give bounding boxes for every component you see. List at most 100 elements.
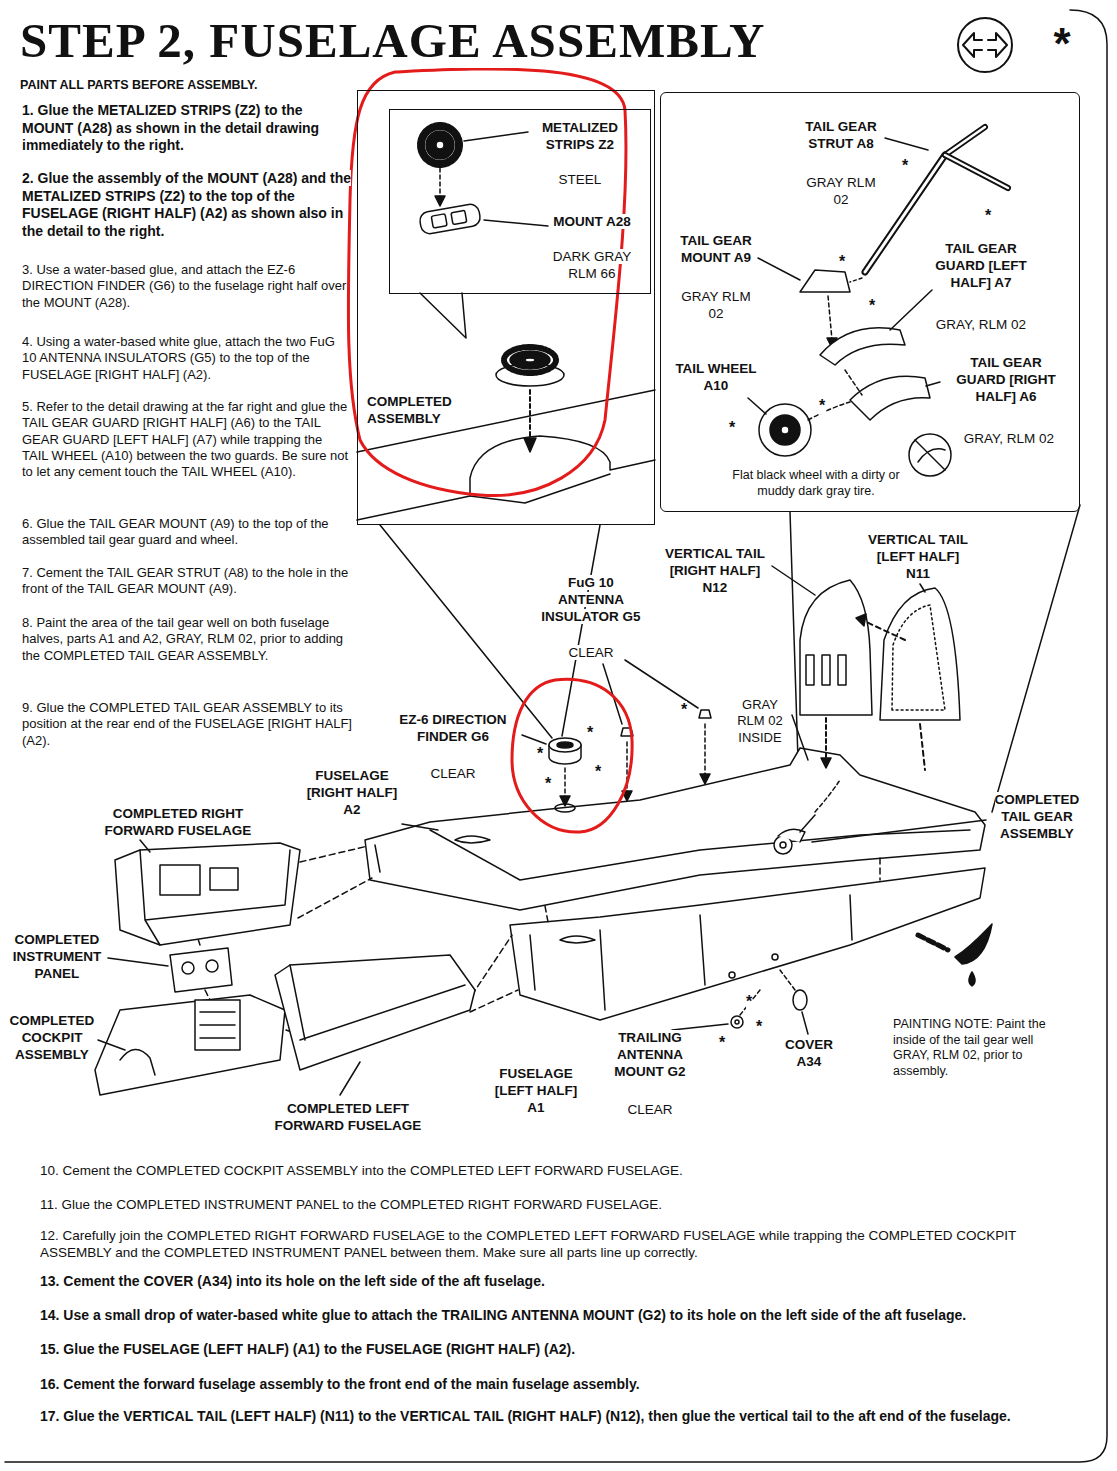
label-box: 11. Glue the COMPLETED INSTRUMENT PANEL … <box>40 1197 1080 1214</box>
label-box: PAINT ALL PARTS BEFORE ASSEMBLY. <box>20 78 350 94</box>
part-callout: CLEAR <box>568 645 613 660</box>
label-box: * <box>742 994 756 1010</box>
label-box: 8. Paint the area of the tail gear well … <box>22 615 352 664</box>
red-annotation <box>512 679 632 832</box>
detail-tail <box>420 293 466 338</box>
tail-gear-mount <box>800 270 850 292</box>
tail-gear-guard <box>845 370 862 395</box>
direction-finder <box>522 735 546 744</box>
label-box: 16. Cement the forward fuselage assembly… <box>40 1376 1100 1394</box>
part-callout: FuG 10 ANTENNA INSULATOR G5 <box>541 575 640 624</box>
glue-point-mark: * <box>839 253 845 270</box>
label-box: * <box>677 702 691 718</box>
tail-gear-strut <box>945 127 985 155</box>
text-box: TAIL WHEEL A10 <box>671 361 761 395</box>
mount-part <box>484 220 548 226</box>
label-box: COMPLETED COCKPIT ASSEMBLY <box>5 1013 100 1064</box>
metalized-strips <box>421 126 459 164</box>
tail-gear-guard <box>890 290 932 330</box>
glue-point-mark: * <box>595 763 601 780</box>
step-icon <box>958 18 1012 72</box>
glue-point-mark: * <box>902 157 908 174</box>
tail-gear-mount <box>758 258 800 280</box>
text-box: GRAY RLM 02 <box>681 289 751 323</box>
detail-callout-box: METALIZED STRIPS Z2STEELMOUNT A28DARK GR… <box>389 109 651 294</box>
red-annotation <box>348 69 632 832</box>
instrument-panel <box>108 948 232 992</box>
assembly-line <box>879 858 881 880</box>
glue-point-mark: * <box>985 207 991 224</box>
fuselage-left-half <box>772 954 778 960</box>
fuselage-left-half <box>560 936 595 943</box>
label-box: 3. Use a water-based glue, and attach th… <box>22 262 352 311</box>
right-forward-fuselage <box>115 843 300 945</box>
tail-gear-guard <box>820 328 905 365</box>
label-box: 10. Cement the COMPLETED COCKPIT ASSEMBL… <box>40 1163 1080 1180</box>
cockpit-assembly <box>95 995 285 1095</box>
direction-finder <box>564 768 566 798</box>
glue-point-mark: * <box>587 724 593 741</box>
part-callout: EZ-6 DIRECTION FINDER G6 <box>399 712 506 744</box>
fuselage-top-detail <box>357 390 655 520</box>
vertical-tail-left <box>920 584 925 592</box>
text-box: STEEL <box>550 172 610 189</box>
right-forward-fuselage <box>160 865 200 895</box>
antenna-insulator <box>603 660 711 801</box>
label-box: COMPLETED LEFT FORWARD FUSELAGE <box>266 1101 431 1135</box>
part-callout: TAIL GEAR GUARD [RIGHT HALF] A6 <box>956 355 1056 404</box>
prohibition-symbol <box>909 434 951 476</box>
fuselage-left-half <box>729 972 735 978</box>
part-callout: TAIL WHEEL A10 <box>675 361 756 393</box>
callout-pointer <box>562 525 600 736</box>
tail-gear-guard <box>850 376 930 420</box>
paint-color: GRAY RLM 02 <box>681 289 750 321</box>
left-forward-fuselage <box>340 1062 360 1095</box>
instrument-panel <box>182 962 194 974</box>
part-callout: COMPLETED INSTRUMENT PANEL <box>13 932 102 981</box>
completed-assembly-part <box>525 358 535 362</box>
tail-gear-guard <box>820 290 940 420</box>
tail-gear-strut <box>945 155 1008 188</box>
painting-note: PAINTING NOTE: Paint the inside of the t… <box>893 1017 1046 1078</box>
label-box: 14. Use a small drop of water-based whit… <box>40 1307 1100 1325</box>
part-callout: TRAILING ANTENNA MOUNT G2 <box>614 1030 685 1079</box>
label-box: 17. Glue the VERTICAL TAIL (LEFT HALF) (… <box>40 1408 1100 1426</box>
part-callout: TAIL GEAR STRUT A8 <box>805 119 877 151</box>
right-forward-fuselage <box>115 840 300 945</box>
mount-part <box>419 203 482 235</box>
paint-color: GRAY, RLM 02 <box>964 431 1054 446</box>
antenna-insulator <box>704 724 706 776</box>
instruction-step: 17. Glue the VERTICAL TAIL (LEFT HALF) (… <box>40 1408 1011 1424</box>
metalized-strips <box>464 132 528 141</box>
part-callout: TAIL GEAR GUARD [LEFT HALF] A7 <box>935 241 1027 290</box>
tail-gear-assembly <box>815 780 840 812</box>
tail-wheel <box>770 415 800 445</box>
fuselage-right-half <box>555 804 575 812</box>
paint-note: Flat black wheel with a dirty or muddy d… <box>732 468 899 498</box>
tail-gear-assembly <box>774 780 986 854</box>
label-box: COMPLETED RIGHT FORWARD FUSELAGE <box>93 806 263 840</box>
text-box: DARK GRAY RLM 66 <box>547 249 637 283</box>
instruction-step: 1. Glue the METALIZED STRIPS (Z2) to the… <box>22 102 319 153</box>
assembly-line <box>300 846 368 862</box>
text-box: COMPLETED ASSEMBLY <box>367 394 462 428</box>
glue-point-mark: * <box>819 397 825 414</box>
fuselage-right-half <box>375 830 970 880</box>
label-box: * <box>591 764 605 780</box>
vertical-tail-left <box>856 614 866 626</box>
cover-part <box>802 1012 808 1034</box>
part-callout: METALIZED STRIPS Z2 <box>542 120 618 152</box>
node-heading: COMPLETED ASSEMBLY <box>367 394 452 426</box>
label-box: * <box>752 1019 766 1035</box>
label-box: * <box>1042 22 1082 66</box>
trailing-antenna-mount <box>731 1016 743 1028</box>
direction-finder <box>557 742 573 748</box>
direction-finder <box>549 738 581 752</box>
fuselage-left-half <box>510 868 985 1020</box>
right-forward-fuselage <box>210 868 238 890</box>
label-box: 9. Glue the COMPLETED TAIL GEAR ASSEMBLY… <box>22 700 352 749</box>
assembly-line <box>472 935 512 995</box>
instruction-step: 5. Refer to the detail drawing at the fa… <box>22 399 348 479</box>
vertical-tail-right <box>772 566 815 595</box>
